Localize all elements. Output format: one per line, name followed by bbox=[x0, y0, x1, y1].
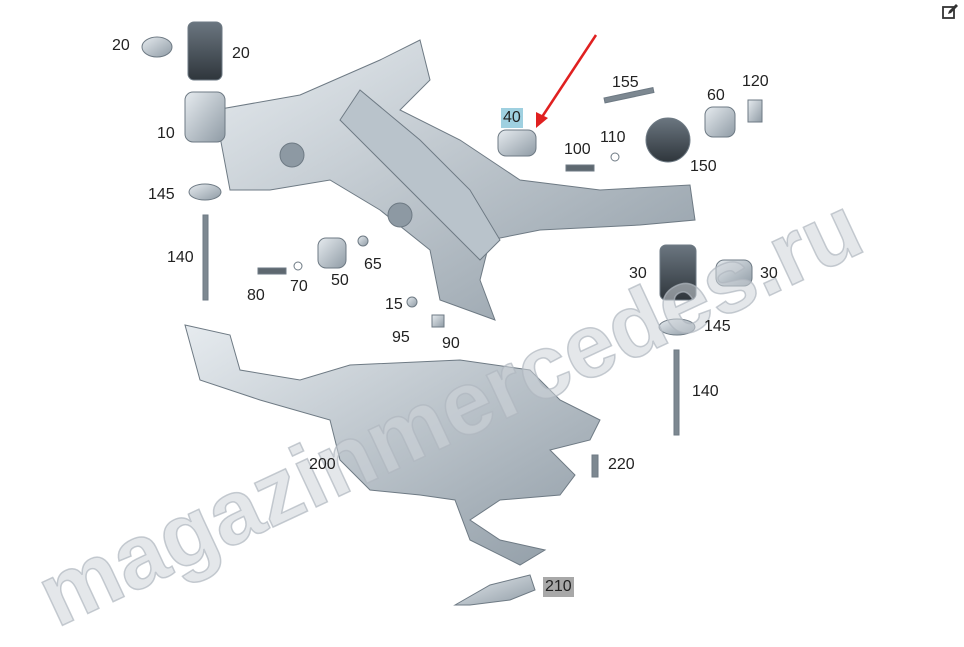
bolt-80 bbox=[257, 267, 287, 275]
part-label-95[interactable]: 95 bbox=[392, 329, 410, 346]
part-label-150[interactable]: 150 bbox=[690, 158, 717, 175]
edit-icon[interactable] bbox=[942, 4, 958, 20]
bearing-150 bbox=[645, 117, 691, 163]
bolt-140b bbox=[673, 349, 680, 436]
part-label-30[interactable]: 30 bbox=[629, 265, 647, 282]
washer-65 bbox=[357, 235, 369, 247]
part-label-80[interactable]: 80 bbox=[247, 287, 265, 304]
bolt-140 bbox=[202, 214, 209, 301]
part-label-65[interactable]: 65 bbox=[364, 256, 382, 273]
bolt-100 bbox=[565, 164, 595, 172]
part-label-140[interactable]: 140 bbox=[167, 249, 194, 266]
part-label-200[interactable]: 200 bbox=[309, 456, 336, 473]
part-label-120[interactable]: 120 bbox=[742, 73, 769, 90]
cover-210 bbox=[453, 574, 536, 606]
nut-15 bbox=[406, 296, 418, 308]
part-label-100[interactable]: 100 bbox=[564, 141, 591, 158]
bracket-120 bbox=[747, 99, 763, 123]
bushing-30a bbox=[659, 244, 697, 301]
washer-70 bbox=[293, 261, 303, 271]
mount-20-cap bbox=[141, 36, 173, 58]
part-label-50[interactable]: 50 bbox=[331, 272, 349, 289]
part-label-30[interactable]: 30 bbox=[760, 265, 778, 282]
part-label-110[interactable]: 110 bbox=[600, 129, 626, 146]
bushing-20 bbox=[187, 21, 223, 81]
part-label-90[interactable]: 90 bbox=[442, 335, 460, 352]
part-label-70[interactable]: 70 bbox=[290, 278, 308, 295]
bolt-155 bbox=[603, 87, 655, 104]
bolt-220 bbox=[591, 454, 599, 478]
washer-145 bbox=[188, 183, 222, 201]
part-label-155[interactable]: 155 bbox=[612, 74, 639, 91]
bushing-10 bbox=[184, 91, 226, 143]
bushing-30b bbox=[715, 259, 753, 287]
part-label-210[interactable]: 210 bbox=[543, 577, 574, 597]
part-label-20[interactable]: 20 bbox=[112, 37, 130, 54]
washer-145b bbox=[658, 318, 696, 336]
subframe bbox=[214, 39, 696, 321]
sleeve-60 bbox=[704, 106, 736, 138]
part-label-145[interactable]: 145 bbox=[148, 186, 175, 203]
part-label-40-selected[interactable]: 40 bbox=[501, 108, 523, 128]
washer-110 bbox=[610, 152, 620, 162]
part-label-20[interactable]: 20 bbox=[232, 45, 250, 62]
part-label-140[interactable]: 140 bbox=[692, 383, 719, 400]
part-label-10[interactable]: 10 bbox=[157, 125, 175, 142]
bushing-50 bbox=[317, 237, 347, 269]
bushing-40 bbox=[497, 129, 537, 157]
bracket-90 bbox=[431, 314, 445, 328]
part-label-145[interactable]: 145 bbox=[704, 318, 731, 335]
pointer-arrow bbox=[536, 34, 598, 128]
part-label-60[interactable]: 60 bbox=[707, 87, 725, 104]
underbody-panel-200 bbox=[184, 324, 601, 566]
part-label-15[interactable]: 15 bbox=[385, 296, 403, 313]
part-label-220[interactable]: 220 bbox=[608, 456, 635, 473]
